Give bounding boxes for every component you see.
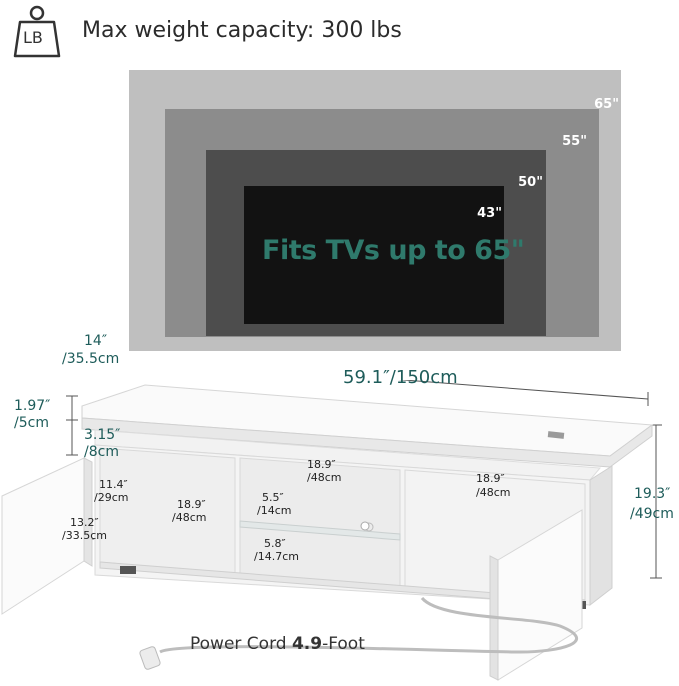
weight-icon-label: LB	[23, 28, 43, 47]
fits-tv-text: Fits TVs up to 65"	[262, 235, 525, 266]
left-width-cm: /48cm	[172, 511, 207, 524]
gap-in: 3.15″	[84, 427, 121, 443]
weight-icon	[13, 5, 61, 58]
tv-outline-43	[244, 186, 504, 324]
shelf-bottom-cm: /14.7cm	[254, 550, 299, 563]
max-weight-capacity: Max weight capacity: 300 lbs	[82, 18, 402, 43]
height-cm: /49cm	[630, 506, 674, 522]
left-depth-cm: /33.5cm	[62, 529, 107, 542]
power-cord-suffix: -Foot	[322, 634, 365, 654]
shelf-top-cm: /14cm	[257, 504, 292, 517]
right-width-cm: /48cm	[476, 486, 511, 499]
depth-in: 14″	[84, 333, 108, 349]
depth-cm: /35.5cm	[62, 351, 120, 367]
tv-size-label-55: 55"	[562, 134, 587, 149]
top-thickness-in: 1.97″	[14, 398, 51, 414]
tv-size-label-50: 50"	[518, 175, 543, 190]
mid-width-in: 18.9″	[307, 458, 336, 471]
power-cord-length: 4.9	[291, 634, 323, 654]
left-depth-in: 13.2″	[70, 516, 99, 529]
left-height-cm: /29cm	[94, 491, 129, 504]
gap-cm: /8cm	[84, 444, 119, 460]
tv-stand-illustration	[1, 380, 662, 681]
power-cord-prefix: Power Cord	[190, 634, 292, 654]
tv-size-label-43: 43"	[477, 206, 502, 221]
height-in: 19.3″	[634, 486, 671, 502]
power-cord-label: Power Cord 4.9-Foot	[190, 634, 365, 654]
total-width: 59.1″/150cm	[343, 367, 458, 388]
right-width-in: 18.9″	[476, 472, 505, 485]
shelf-bottom-in: 5.8″	[264, 537, 286, 550]
left-height-in: 11.4″	[99, 478, 128, 491]
top-thickness-cm: /5cm	[14, 415, 49, 431]
shelf-top-in: 5.5″	[262, 491, 284, 504]
tv-size-label-65: 65"	[594, 97, 619, 112]
mid-width-cm: /48cm	[307, 471, 342, 484]
left-width-in: 18.9″	[177, 498, 206, 511]
